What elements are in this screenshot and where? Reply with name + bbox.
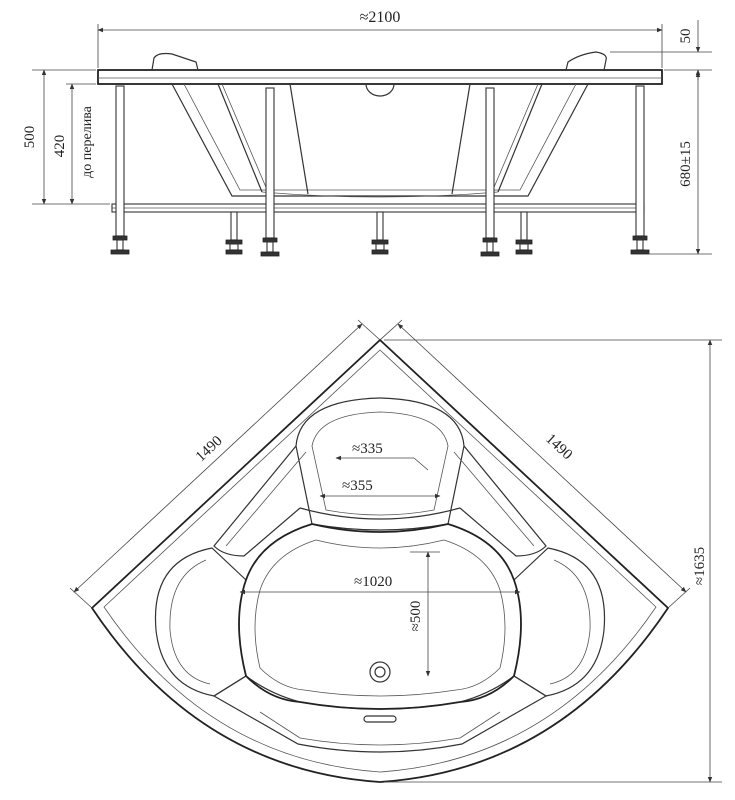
leg bbox=[485, 87, 495, 239]
inner-bowl bbox=[238, 523, 522, 710]
overflow-caption: до перелива bbox=[80, 105, 95, 177]
tub-rim bbox=[97, 69, 663, 85]
leg-height-dimension-label: 680±15 bbox=[678, 141, 694, 187]
leg bbox=[265, 87, 275, 239]
legs bbox=[110, 85, 650, 257]
diagonal-dimension-label: ≈1635 bbox=[692, 547, 708, 585]
corner-seat bbox=[295, 397, 465, 531]
headrest-left bbox=[213, 445, 301, 557]
leg-short bbox=[376, 211, 384, 241]
bowl-width-dimension-label: ≈1020 bbox=[354, 574, 392, 590]
leg bbox=[635, 85, 645, 237]
rim-dimension-label: 50 bbox=[678, 29, 694, 44]
seat-bottom-dimension-label: ≈355 bbox=[342, 478, 373, 494]
leg bbox=[115, 85, 125, 237]
headrest-left bbox=[151, 52, 199, 71]
leg-short bbox=[520, 211, 528, 241]
side-view: ≈2100 50 680±15 500 420 до перелива bbox=[22, 9, 712, 257]
top-view: 1490 1490 ≈1635 ≈335 ≈355 ≈1020 ≈500 bbox=[69, 319, 722, 783]
overflow-height-dimension-label: 420 bbox=[52, 135, 68, 158]
side-seat-right bbox=[513, 547, 606, 697]
width-dimension-label: ≈2100 bbox=[360, 9, 401, 26]
headrest-right bbox=[459, 445, 547, 557]
height-dimension-label: 500 bbox=[22, 126, 38, 149]
tub-outline bbox=[90, 338, 670, 783]
side-a-dimension-label: 1490 bbox=[193, 433, 226, 465]
headrest-right bbox=[565, 51, 607, 71]
leg-foot bbox=[112, 235, 128, 241]
tub-shell bbox=[171, 83, 589, 197]
overflow-drain bbox=[365, 83, 395, 97]
drain-outer bbox=[369, 661, 391, 683]
seat-top-dimension-label: ≈335 bbox=[352, 441, 383, 457]
bowl-depth-dimension-label: ≈500 bbox=[408, 601, 424, 632]
side-b-dimension-label: 1490 bbox=[542, 431, 575, 463]
side-seat-left bbox=[154, 547, 247, 697]
drain-slot bbox=[363, 715, 397, 723]
leg-short bbox=[230, 211, 238, 241]
drain-inner bbox=[374, 666, 386, 678]
